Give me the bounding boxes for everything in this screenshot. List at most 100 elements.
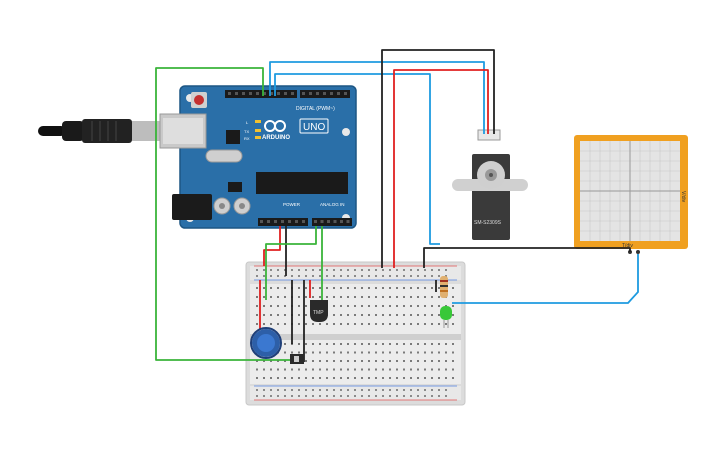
servo-motor[interactable]: SM-S2309S (452, 129, 528, 240)
hole (438, 305, 440, 307)
hole (326, 269, 328, 271)
hole (263, 389, 265, 391)
hole (319, 296, 321, 298)
tmp-label: TMP (313, 310, 324, 316)
green-wire-a0[interactable] (265, 226, 317, 300)
oscilloscope-side-label: V/div (680, 191, 686, 203)
hole (312, 360, 314, 362)
hole (284, 269, 286, 271)
hole (389, 389, 391, 391)
hole (382, 269, 384, 271)
hole (298, 351, 300, 354)
hole (326, 287, 328, 289)
hole (256, 323, 258, 325)
hole (431, 389, 433, 391)
hole (354, 368, 356, 371)
potentiometer[interactable] (250, 327, 282, 359)
hole (403, 323, 405, 325)
hole (452, 351, 454, 354)
blue-wire-scope-signal[interactable] (452, 254, 639, 304)
oscilloscope-time-label: T/div (622, 243, 633, 249)
hole (326, 296, 328, 298)
reset-button[interactable] (194, 95, 204, 105)
hole (438, 368, 440, 371)
hole (326, 368, 328, 371)
black-wire-scope[interactable] (423, 247, 631, 268)
blue-wire-scope[interactable] (274, 73, 440, 245)
hole (277, 395, 279, 397)
hole (354, 360, 356, 362)
hole (445, 275, 447, 277)
hole (354, 296, 356, 298)
hole (298, 296, 300, 298)
hole (403, 360, 405, 362)
red-wire-servo[interactable] (393, 69, 489, 268)
hole (368, 305, 370, 307)
green-wire-loop[interactable] (155, 67, 300, 361)
hole (302, 92, 305, 95)
hole (319, 275, 321, 277)
hole (298, 377, 300, 379)
hole (431, 269, 433, 271)
hole (347, 269, 349, 271)
hole (368, 287, 370, 289)
hole (346, 220, 350, 223)
hole (396, 323, 398, 325)
hole (326, 351, 328, 354)
arduino-uno-board[interactable]: ARDUINO UNO DIGITAL (PWM~) POWER ANALOG … (159, 85, 357, 229)
hole (305, 368, 307, 371)
slide-switch[interactable] (290, 354, 304, 364)
hole (347, 323, 349, 325)
hole (452, 323, 454, 325)
hole (333, 360, 335, 362)
hole (326, 389, 328, 391)
power-label: POWER (283, 202, 301, 207)
hole (326, 323, 328, 325)
hole (263, 296, 265, 298)
hole (270, 92, 273, 95)
hole (368, 296, 370, 298)
black-wire-servo[interactable] (381, 49, 495, 268)
hole (319, 323, 321, 325)
hole (302, 220, 305, 223)
tmp36-sensor[interactable]: TMP (310, 300, 328, 322)
hole (361, 351, 363, 354)
hole (256, 269, 258, 271)
hole (256, 275, 258, 277)
hole (445, 360, 447, 362)
hole (445, 323, 447, 325)
hole (340, 269, 342, 271)
hole (340, 395, 342, 397)
hole (375, 323, 377, 325)
usb-cable[interactable] (38, 119, 160, 143)
hole (270, 323, 272, 325)
blue-wire-servo[interactable] (269, 61, 485, 134)
hole (354, 351, 356, 354)
hole (361, 287, 363, 289)
red-wire-5v[interactable] (263, 226, 281, 266)
hole (305, 360, 307, 362)
hole (382, 377, 384, 379)
hole (263, 305, 265, 307)
hole (410, 269, 412, 271)
hole (410, 377, 412, 379)
hole (305, 305, 307, 307)
hole (375, 314, 377, 316)
green-led[interactable] (440, 306, 452, 328)
hole (417, 269, 419, 271)
hole (274, 220, 277, 223)
hole (417, 377, 419, 379)
hole (319, 269, 321, 271)
resistor[interactable] (440, 276, 448, 298)
hole (424, 296, 426, 298)
oscilloscope[interactable]: V/div T/div (574, 135, 688, 254)
hole (403, 296, 405, 298)
hole (424, 269, 426, 271)
hole (340, 368, 342, 371)
hole (284, 275, 286, 277)
hole (417, 275, 419, 277)
hole (403, 269, 405, 271)
atmega-chip (256, 172, 348, 194)
hole (326, 395, 328, 397)
hole (333, 395, 335, 397)
